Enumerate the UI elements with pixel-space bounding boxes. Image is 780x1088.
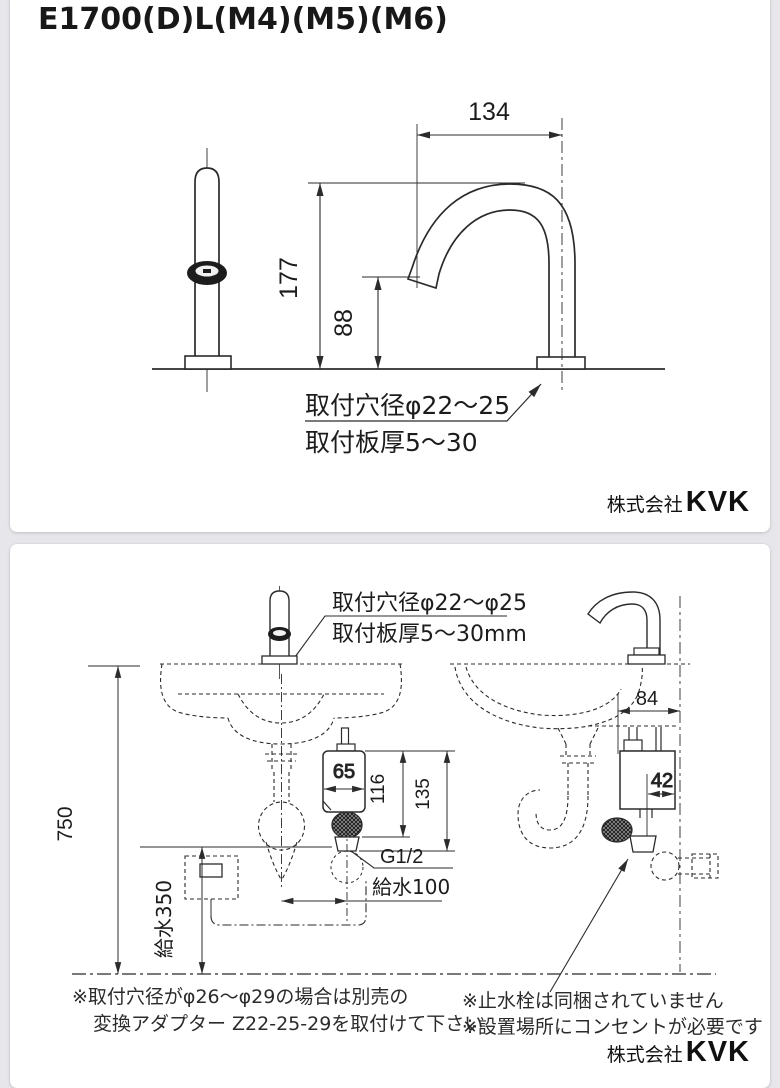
faucet-front-view-small	[261, 586, 298, 679]
dimension-84: 84	[617, 688, 680, 754]
g12-label: G1/2	[350, 846, 453, 869]
supply-pipe-route	[210, 880, 367, 926]
note-adapter-line2: 変換アダプター Z22-25-29を取付けて下さい	[93, 1013, 484, 1035]
dimension-88: 88	[330, 276, 420, 369]
svg-text:取付板厚5〜30mm: 取付板厚5〜30mm	[332, 622, 527, 647]
spec-sheet-top-panel: E1700(D)L(M4)(M5)(M6)	[10, 0, 770, 532]
kvk-logo: KVK	[685, 1036, 750, 1068]
dimension-177: 177	[275, 182, 525, 369]
note-adapter-line1: ※取付穴径がφ26〜φ29の場合は別売の	[72, 986, 409, 1008]
dimension-134: 134	[416, 98, 562, 288]
outlet-and-piping	[184, 855, 367, 926]
mounting-labels-bottom: 取付穴径φ22〜φ25 取付板厚5〜30mm	[294, 591, 527, 658]
controller-box-side: 42	[588, 725, 678, 839]
kvk-logo: KVK	[685, 486, 750, 518]
model-number-title: E1700(D)L(M4)(M5)(M6)	[38, 2, 448, 37]
brand-kvk: 株式会社 KVK	[607, 486, 750, 519]
drain-front-view	[257, 674, 306, 889]
svg-text:42: 42	[651, 770, 673, 792]
svg-text:G1/2: G1/2	[380, 846, 423, 868]
svg-text:給水350: 給水350	[152, 880, 176, 958]
controller-box-front: 65	[322, 727, 366, 813]
stop-valve-side	[601, 809, 719, 881]
sink-front-view	[160, 663, 402, 745]
faucet-front-view	[184, 148, 232, 392]
svg-text:134: 134	[468, 98, 510, 126]
svg-text:給水100: 給水100	[372, 875, 450, 899]
mounting-labels: 取付穴径φ22〜25 取付板厚5〜30	[305, 383, 542, 457]
outlet-plug	[199, 863, 223, 878]
faucet-dimension-drawing: 134 177 88 取付穴径φ22〜25 取付板厚5〜30	[152, 98, 665, 457]
svg-text:750: 750	[54, 806, 77, 841]
note-arrow	[549, 858, 629, 993]
p-trap	[517, 744, 596, 849]
svg-text:84: 84	[636, 688, 658, 710]
note-outlet-required: ※設置場所にコンセントが必要です	[462, 1016, 763, 1038]
brand-kvk-bottom: 株式会社 KVK	[607, 1036, 750, 1069]
supply-offset-100: 給水100	[281, 875, 450, 905]
spec-sheet-bottom-panel: 取付穴径φ22〜φ25 取付板厚5〜30mm	[10, 544, 770, 1088]
knurled-valve-side	[601, 817, 633, 843]
svg-text:取付穴径φ22〜φ25: 取付穴径φ22〜φ25	[332, 591, 527, 616]
faucet-base-side	[536, 356, 586, 370]
svg-text:177: 177	[275, 257, 303, 299]
svg-text:135: 135	[413, 778, 434, 810]
svg-text:取付板厚5〜30: 取付板厚5〜30	[305, 428, 478, 457]
svg-text:65: 65	[333, 761, 355, 783]
brand-company-text: 株式会社	[606, 1044, 683, 1066]
note-requirements: ※止水栓は同梱されていません ※設置場所にコンセントが必要です	[462, 988, 763, 1040]
svg-text:116: 116	[368, 774, 389, 804]
dimension-750: 750	[54, 665, 140, 974]
note-adapter: ※取付穴径がφ26〜φ29の場合は別売の 変換アダプター Z22-25-29を取…	[72, 984, 483, 1038]
installation-drawing: 取付穴径φ22〜φ25 取付板厚5〜30mm	[54, 586, 719, 993]
faucet-side-view	[406, 118, 586, 392]
faucet-base-front	[184, 355, 232, 370]
dimension-supply-350: 給水350	[140, 846, 332, 974]
svg-text:取付穴径φ22〜25: 取付穴径φ22〜25	[305, 391, 510, 420]
brand-company-text: 株式会社	[606, 494, 683, 516]
dimension-116-135: 116 135	[359, 750, 455, 852]
svg-text:88: 88	[330, 309, 358, 337]
note-stop-valve: ※止水栓は同梱されていません	[462, 990, 724, 1012]
supply-valve-front	[330, 811, 364, 922]
